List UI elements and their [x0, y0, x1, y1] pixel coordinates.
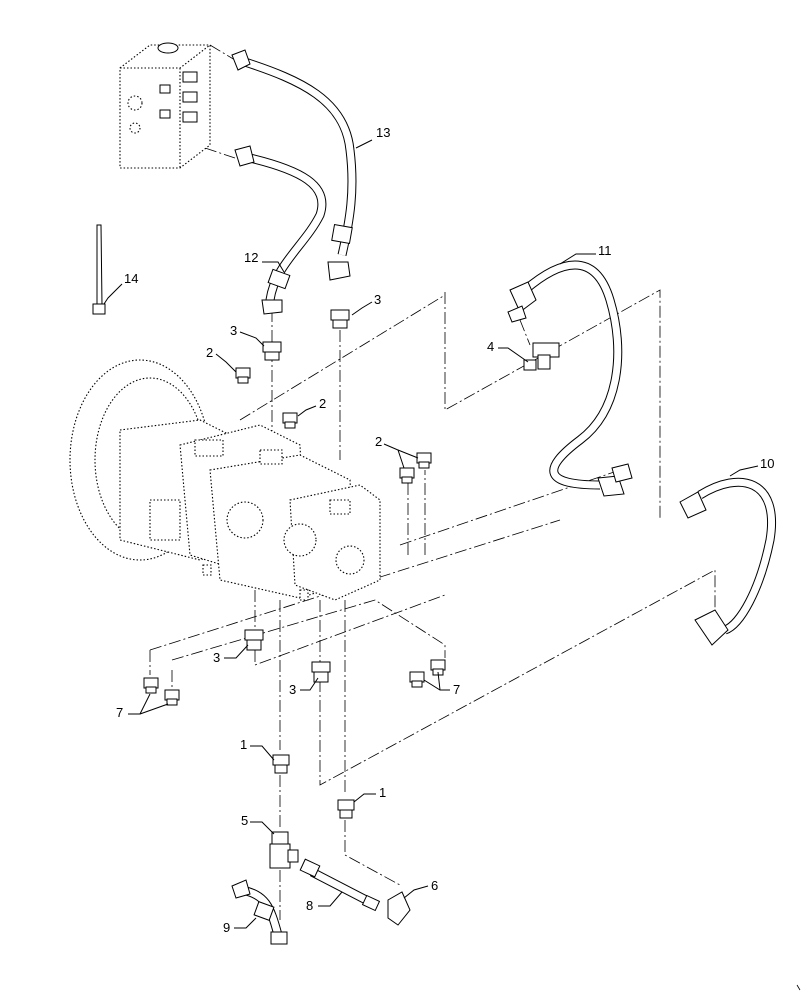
cable-tie-14: [92, 224, 106, 315]
tee-fitting-5: [269, 831, 299, 869]
elbow-fitting-6: [387, 891, 411, 926]
lower-hose-group: [231, 831, 411, 945]
fitting-1-right: [337, 799, 355, 819]
control-valve-block: [119, 42, 211, 169]
hose-13: [231, 49, 357, 281]
fitting-1-left: [272, 754, 290, 774]
callout-9: 9: [223, 920, 230, 935]
fitting-2-middle: [282, 412, 298, 429]
callout-6: 6: [431, 878, 438, 893]
hose-8: [299, 858, 381, 912]
callout-1-left: 1: [240, 737, 247, 752]
fitting-7-left-a: [143, 677, 159, 694]
callout-3-lower-left: 3: [213, 650, 220, 665]
corner-mark: [796, 984, 801, 991]
fitting-3-top-right: [330, 309, 350, 329]
callout-12: 12: [244, 250, 258, 265]
fitting-2-right-b: [416, 452, 432, 469]
callout-7-right: 7: [453, 682, 460, 697]
fitting-2-right-a: [399, 467, 415, 484]
callout-3-top-right: 3: [374, 292, 381, 307]
fitting-3-lower-left: [244, 629, 264, 651]
callout-labels: 13 12 14 11 4 3 3 2 2 2 10 3 3 7 7 1 1 5…: [116, 125, 774, 935]
fitting-2-left: [235, 367, 251, 384]
assembly-centerlines: [149, 44, 716, 920]
callout-2-right: 2: [375, 434, 382, 449]
hose-9: [231, 879, 288, 945]
callout-3-lower-mid: 3: [289, 682, 296, 697]
hose-12: [234, 145, 327, 315]
fitting-7-right-a: [409, 671, 425, 688]
callout-2-middle: 2: [319, 396, 326, 411]
callout-13: 13: [376, 125, 390, 140]
callout-5: 5: [241, 813, 248, 828]
leader-lines: [103, 139, 759, 929]
callout-11: 11: [598, 243, 612, 258]
fitting-3-lower-mid: [311, 661, 331, 683]
fitting-3-top-left: [262, 341, 282, 361]
callout-14: 14: [124, 271, 138, 286]
fitting-7-left-b: [164, 689, 180, 706]
tee-fitting-4: [523, 342, 560, 371]
callout-3-top-left: 3: [230, 323, 237, 338]
callout-1-right: 1: [379, 785, 386, 800]
callout-4: 4: [487, 339, 494, 354]
callout-7-left: 7: [116, 705, 123, 720]
hose-10: [679, 477, 776, 646]
callout-8: 8: [306, 898, 313, 913]
callout-2-left: 2: [206, 345, 213, 360]
hose-11: [507, 260, 633, 497]
callout-10: 10: [760, 456, 774, 471]
hydraulic-pump-assembly: [69, 359, 381, 601]
